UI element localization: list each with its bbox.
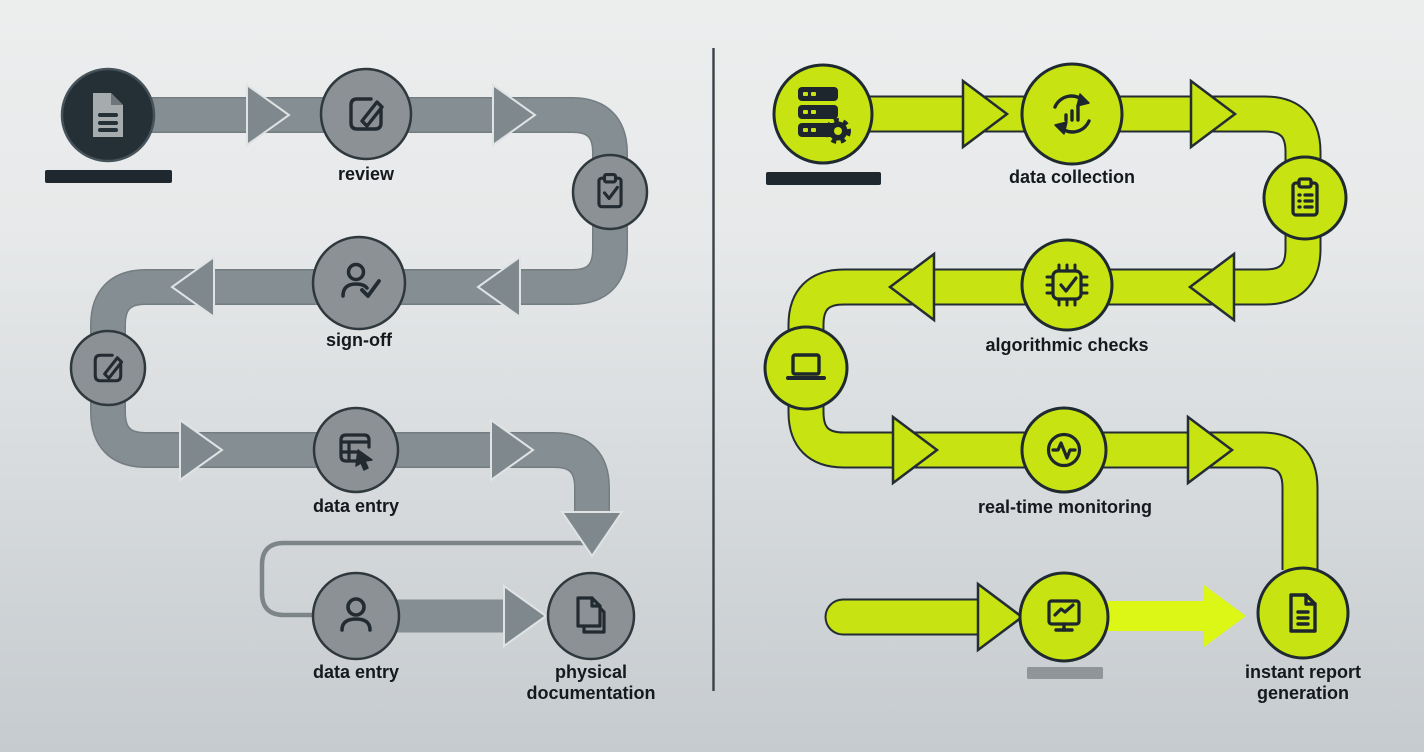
clipboard-check-icon — [597, 172, 623, 209]
step-physical-documentation — [546, 571, 636, 661]
label-physical-documentation: physical documentation — [526, 662, 656, 703]
dashboard-underline — [1027, 667, 1103, 679]
edit-icon — [349, 97, 384, 131]
label-sign-off: sign-off — [326, 330, 392, 350]
step-checklist — [1262, 155, 1348, 241]
step-dashboard — [1018, 571, 1110, 663]
person-check-icon — [341, 262, 381, 298]
label-data-entry-1: data entry — [312, 496, 400, 516]
server-gear-icon — [798, 87, 851, 144]
chip-check-icon — [1045, 263, 1089, 307]
arrow-left-icon — [476, 255, 521, 319]
automated-flow-path-fill — [789, 97, 1320, 570]
arrow-right-icon — [492, 83, 537, 147]
arrow-right-icon — [179, 418, 224, 482]
label-algorithmic-checks: algorithmic checks — [985, 335, 1149, 355]
arrow-left-icon — [887, 251, 936, 323]
step-approval-check — [571, 153, 649, 231]
arrow-right-icon — [976, 581, 1025, 653]
step-revise — [69, 329, 147, 407]
step-server-source — [772, 63, 874, 165]
automated-arrowheads — [887, 78, 1238, 653]
edit-icon — [93, 353, 124, 383]
laptop-icon — [786, 353, 826, 380]
arrow-right-icon — [961, 78, 1010, 150]
label-review: review — [337, 164, 395, 184]
step-review — [319, 67, 413, 161]
step-data-entry-person — [311, 571, 401, 661]
manual-start-underline — [45, 170, 172, 183]
label-data-entry-2: data entry — [312, 662, 400, 682]
arrow-right-icon — [1189, 78, 1238, 150]
automated-flow — [763, 62, 1350, 679]
label-instant-report-generation: instant report generation — [1244, 662, 1361, 703]
step-data-entry-table — [312, 406, 400, 494]
step-real-time-monitoring — [1020, 406, 1108, 494]
step-instant-report — [1256, 566, 1350, 660]
document-icon — [93, 93, 123, 137]
step-data-collection — [1020, 62, 1124, 166]
clipboard-list-icon — [1291, 177, 1319, 217]
pulse-icon — [1046, 432, 1082, 468]
person-icon — [340, 597, 372, 632]
manual-rework-line — [259, 540, 590, 618]
manual-flow-path-fill — [91, 98, 627, 514]
sync-chart-icon — [1053, 93, 1091, 135]
arrow-down-icon — [560, 511, 624, 558]
arrow-right-icon — [1204, 585, 1246, 647]
arrow-left-icon — [1187, 251, 1236, 323]
step-sign-off — [311, 235, 407, 331]
documents-icon — [576, 596, 606, 634]
arrow-right-icon — [246, 83, 291, 147]
arrow-right-icon — [891, 414, 940, 486]
arrow-right-icon — [1186, 414, 1235, 486]
manual-flow — [45, 67, 649, 661]
arrow-right-icon — [490, 418, 535, 482]
label-data-collection: data collection — [1008, 167, 1136, 187]
arrow-left-icon — [170, 255, 215, 319]
table-cursor-icon — [339, 433, 373, 471]
manual-arrowheads — [170, 83, 624, 648]
arrow-right-icon — [503, 584, 548, 648]
step-workstation — [763, 325, 849, 411]
step-document-source — [60, 67, 156, 163]
monitor-chart-icon — [1047, 599, 1081, 632]
automated-start-underline — [766, 172, 881, 185]
step-algorithmic-checks — [1020, 238, 1114, 332]
label-real-time-monitoring: real-time monitoring — [977, 497, 1153, 517]
report-icon — [1289, 593, 1317, 633]
